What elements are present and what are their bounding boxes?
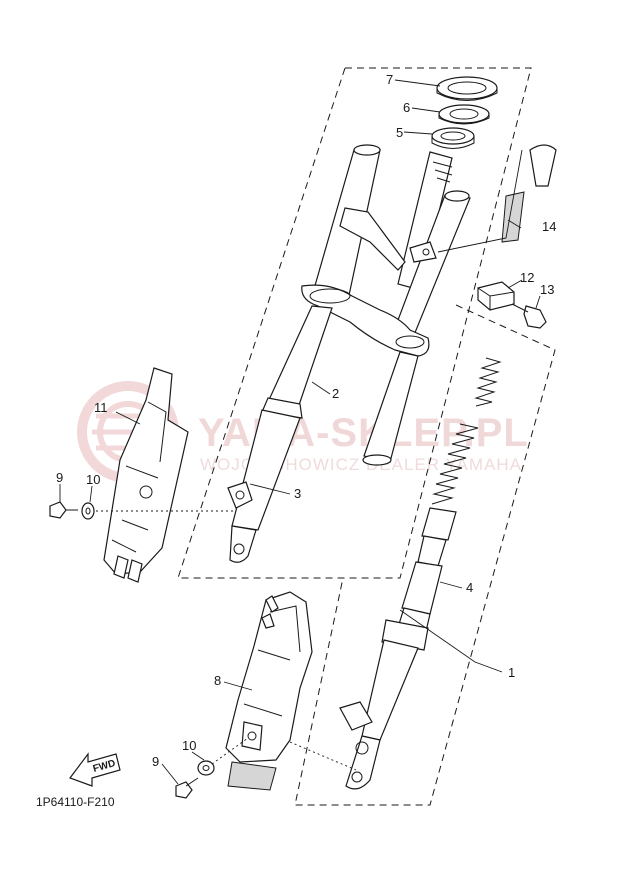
callout-13: 13 bbox=[540, 282, 554, 297]
part-5-bearing bbox=[431, 127, 475, 149]
callout-9-lower: 9 bbox=[152, 754, 159, 769]
callout-5: 5 bbox=[396, 125, 403, 140]
callout-9: 9 bbox=[56, 470, 63, 485]
diagram-code: 1P64110-F210 bbox=[36, 795, 115, 809]
part-11-guard bbox=[103, 367, 189, 583]
callout-10-lower: 10 bbox=[182, 738, 196, 753]
callouts: 1 2 3 4 5 6 7 8 9 10 11 12 13 14 9 10 bbox=[56, 72, 556, 769]
part-13-bolt bbox=[511, 303, 547, 329]
callout-4: 4 bbox=[466, 580, 473, 595]
watermark-main: YAMA-SKLEP.PL bbox=[198, 411, 529, 455]
callout-11: 11 bbox=[94, 400, 108, 415]
part-12-bracket-block bbox=[477, 281, 515, 311]
callout-7: 7 bbox=[386, 72, 393, 87]
callout-8: 8 bbox=[214, 673, 221, 688]
part-4-spring-damper bbox=[339, 357, 502, 790]
callout-1: 1 bbox=[508, 665, 515, 680]
part-8-guard bbox=[225, 591, 313, 791]
fwd-arrow-icon: FWD bbox=[69, 752, 121, 787]
callout-12: 12 bbox=[520, 270, 534, 285]
callout-2: 2 bbox=[332, 386, 339, 401]
assembly-boundary-lower bbox=[294, 304, 556, 806]
part-6-washer bbox=[438, 104, 490, 125]
part-10-washer-upper bbox=[81, 502, 95, 520]
part-9-bolt-lower bbox=[175, 777, 199, 799]
callout-6: 6 bbox=[403, 100, 410, 115]
assembly-boundary-upper bbox=[177, 67, 532, 579]
callout-14: 14 bbox=[542, 219, 556, 234]
part-9-bolt-upper bbox=[49, 501, 78, 519]
part-10-washer-lower bbox=[197, 760, 215, 776]
part-2-under-bracket bbox=[267, 144, 471, 466]
callout-10: 10 bbox=[86, 472, 100, 487]
align-line-lower-right bbox=[289, 741, 357, 771]
leader-lines bbox=[59, 79, 541, 785]
part-7-washer bbox=[436, 76, 498, 101]
callout-3: 3 bbox=[294, 486, 301, 501]
part-3-outer-tube bbox=[227, 397, 303, 563]
